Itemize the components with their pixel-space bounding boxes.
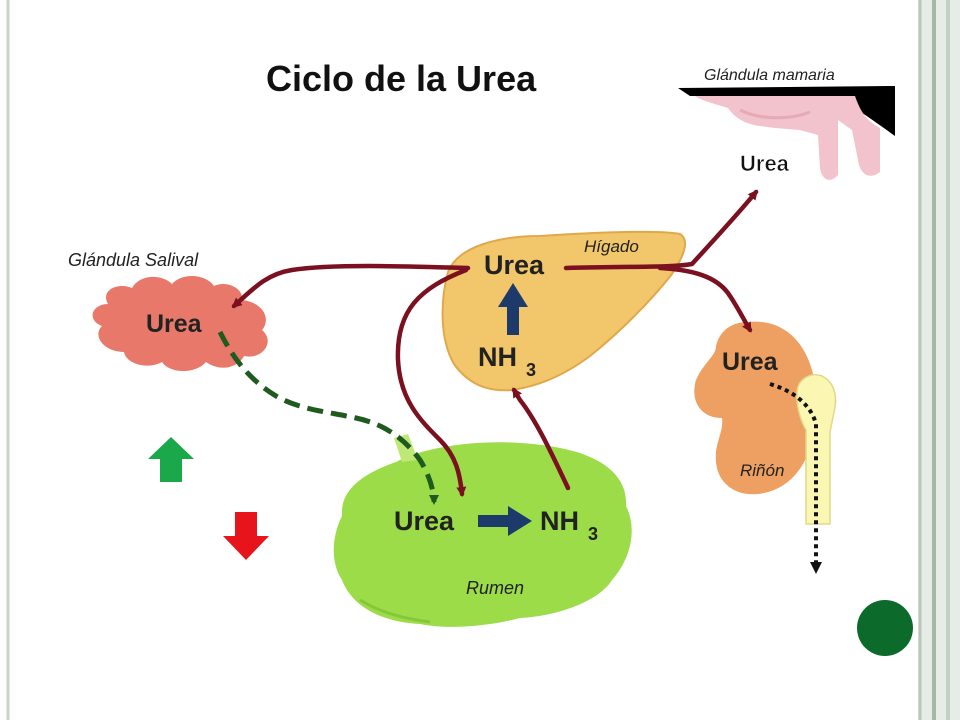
svg-text:NH: NH [540, 506, 579, 536]
liver-organ [441, 230, 687, 392]
rumen-label: Rumen [466, 578, 524, 598]
saliva-to-rumen-dashed-arrow [217, 330, 439, 505]
liver-to-salivary-arrow [231, 263, 471, 309]
svg-text:3: 3 [526, 360, 536, 380]
kidney-urea-label: Urea [722, 348, 779, 376]
kidney-label: Riñón [740, 461, 784, 480]
rumen-nh3-to-liver-arrow [511, 387, 571, 491]
mammary-urea-label: Urea [740, 151, 790, 176]
liver-to-mammary-arrow [563, 189, 759, 271]
nh3-to-urea-arrow [498, 283, 528, 335]
page-title: Ciclo de la Urea [266, 58, 537, 99]
liver-label: Hígado [584, 237, 639, 256]
svg-text:3: 3 [588, 524, 598, 544]
kidney-organ [694, 321, 817, 495]
salivary-gland [92, 275, 268, 371]
slide-nav-circle[interactable] [857, 600, 913, 656]
rumen-urea-label: Urea [394, 506, 455, 536]
liver-nh3-label: NH 3 [478, 342, 536, 380]
liver-to-kidney-arrow [657, 265, 753, 333]
liver-to-rumen-urea-arrow [395, 267, 469, 497]
mammary-gland-label: Glándula mamaria [704, 67, 835, 84]
svg-text:NH: NH [478, 342, 517, 372]
up-arrow-icon [148, 437, 194, 482]
urea-to-nh3-arrow [478, 506, 532, 536]
salivary-urea-label: Urea [146, 310, 203, 338]
liver-urea-label: Urea [484, 250, 545, 280]
kidney-excretion-dotted-arrow [769, 382, 822, 574]
salivary-gland-label: Glándula Salival [68, 250, 199, 270]
mammary-gland [678, 86, 895, 180]
down-arrow-icon [223, 512, 269, 560]
rumen-nh3-label: NH 3 [540, 506, 598, 544]
slide-frame-border [6, 0, 960, 720]
